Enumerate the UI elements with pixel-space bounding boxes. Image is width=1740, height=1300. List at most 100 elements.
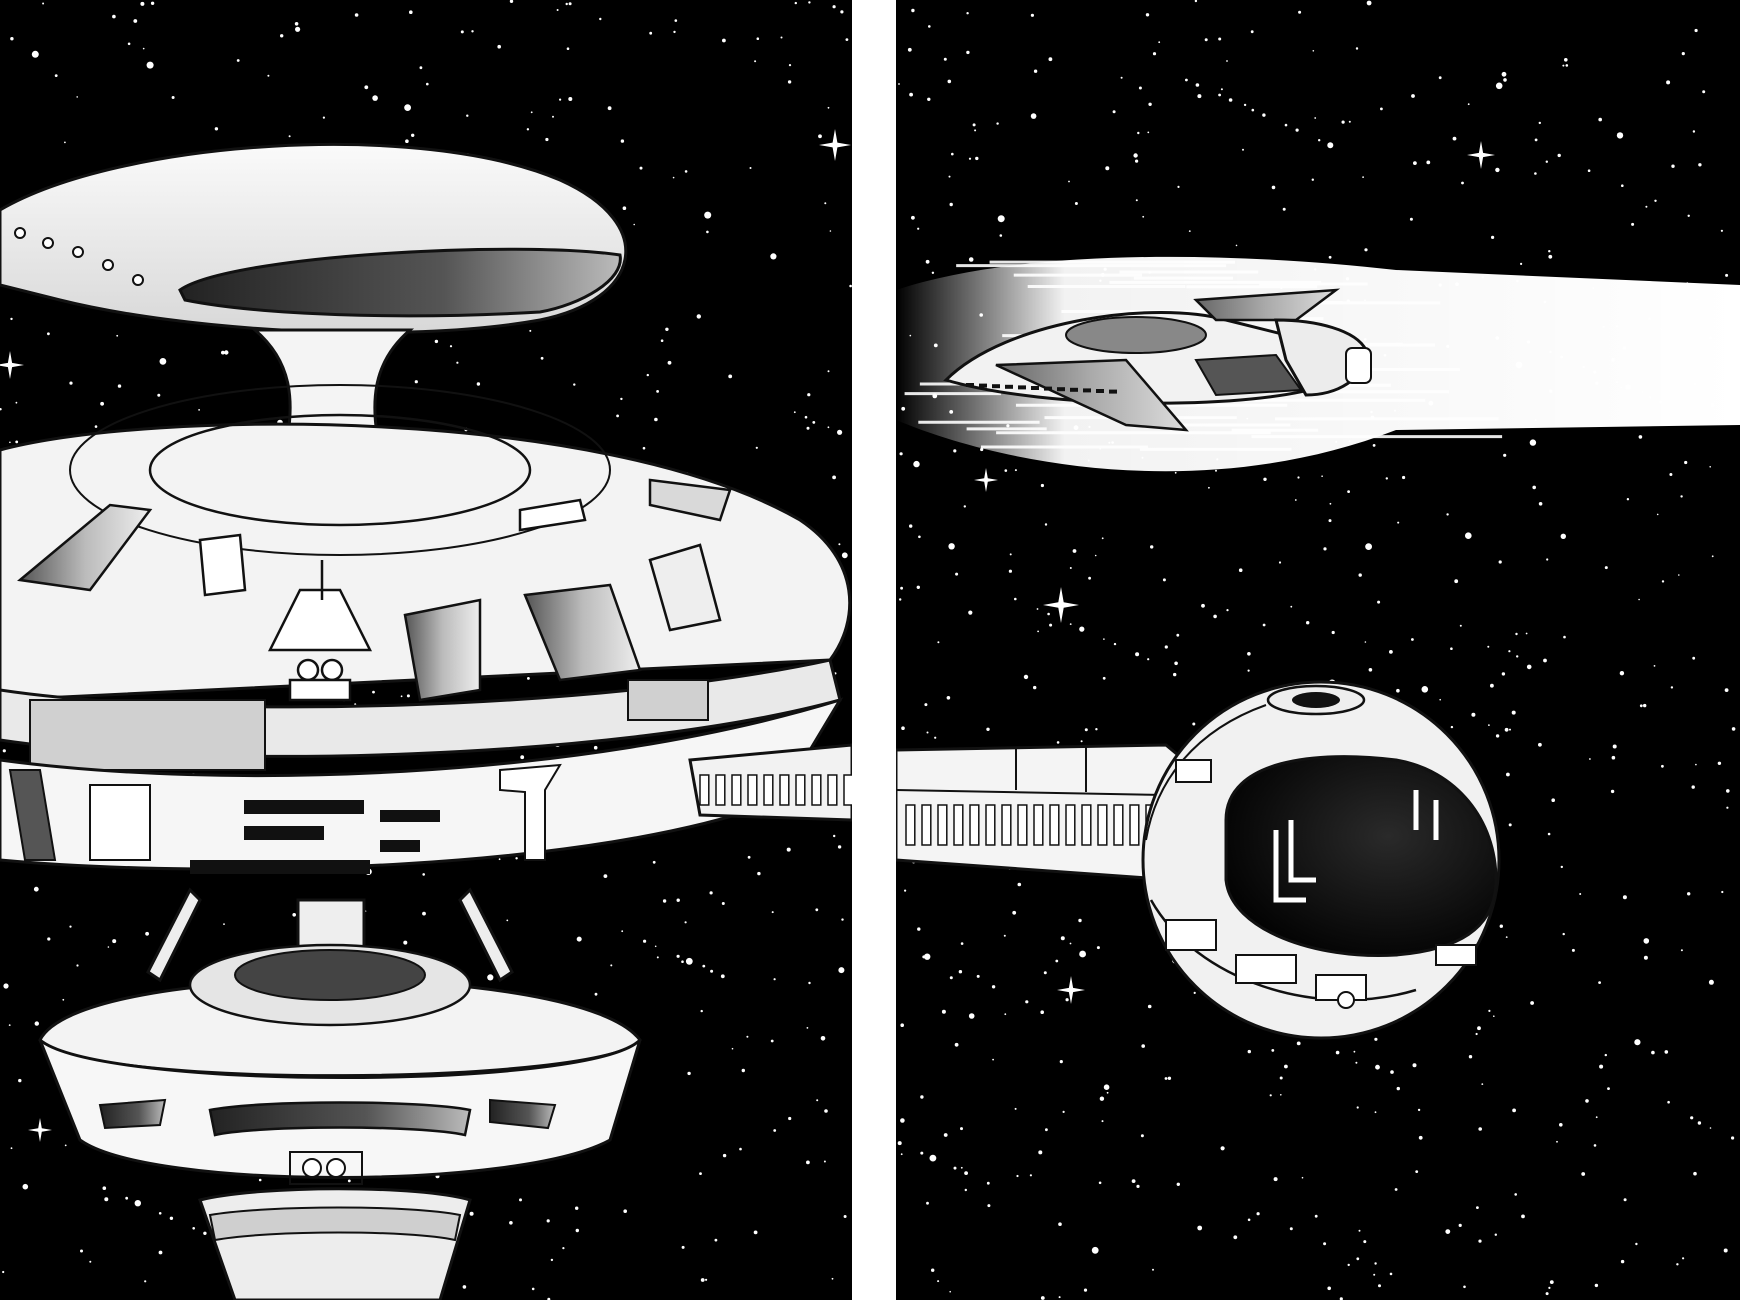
star	[1327, 142, 1334, 149]
star	[991, 985, 996, 989]
star	[1368, 668, 1373, 672]
star	[102, 1186, 107, 1190]
star	[1604, 566, 1608, 570]
star	[530, 111, 533, 114]
star	[917, 927, 921, 931]
star	[924, 953, 931, 960]
star	[1653, 665, 1656, 667]
hull-vent	[699, 774, 710, 806]
star	[221, 350, 225, 355]
star	[1508, 823, 1512, 827]
star	[1670, 686, 1674, 689]
star	[907, 47, 912, 52]
star	[31, 50, 39, 58]
star	[1358, 1229, 1361, 1232]
star	[1173, 672, 1177, 677]
sparkle-star-icon	[0, 351, 24, 379]
star	[1589, 758, 1591, 760]
star	[1724, 688, 1729, 692]
star	[1290, 605, 1293, 608]
star	[1465, 532, 1472, 539]
star	[667, 360, 672, 365]
star	[837, 845, 842, 849]
star	[780, 36, 783, 39]
star	[1014, 469, 1017, 472]
star	[158, 1212, 162, 1215]
star	[1463, 1285, 1466, 1289]
star	[1413, 161, 1417, 166]
star	[1723, 1248, 1728, 1253]
star	[739, 1147, 742, 1151]
star	[1014, 597, 1017, 601]
star	[676, 954, 680, 958]
star	[1687, 214, 1690, 217]
star	[100, 401, 104, 406]
star	[773, 1129, 777, 1132]
star	[1048, 57, 1053, 62]
star	[1656, 513, 1659, 516]
star	[924, 703, 928, 707]
star	[1684, 460, 1688, 465]
star	[568, 97, 573, 101]
sphere-module	[1141, 680, 1501, 1040]
hull-vent	[1033, 804, 1044, 846]
star	[94, 425, 98, 428]
star	[714, 1238, 718, 1242]
station-top-cap	[0, 142, 628, 335]
star	[927, 97, 931, 102]
star	[1271, 185, 1276, 190]
star	[656, 956, 659, 959]
star	[1062, 1110, 1065, 1113]
star	[1520, 262, 1523, 265]
star	[749, 167, 752, 169]
star	[1623, 1198, 1627, 1202]
star	[422, 911, 426, 916]
star	[1193, 991, 1196, 995]
star	[1454, 579, 1459, 584]
star	[107, 946, 110, 948]
ship-window	[1031, 386, 1039, 390]
star	[949, 976, 953, 980]
star	[1150, 545, 1154, 549]
star	[1468, 1055, 1473, 1059]
star	[806, 426, 810, 430]
star	[158, 1250, 163, 1255]
star	[1559, 1123, 1563, 1127]
star	[1204, 38, 1208, 42]
star	[916, 585, 920, 589]
star	[1016, 1174, 1019, 1178]
star	[949, 1290, 951, 1293]
star	[747, 855, 751, 859]
star	[547, 1297, 551, 1300]
star	[1409, 217, 1413, 221]
star	[980, 447, 984, 452]
star	[1375, 1064, 1380, 1070]
star	[986, 727, 990, 731]
star	[899, 598, 902, 601]
star	[1607, 1087, 1610, 1090]
star	[54, 74, 58, 77]
star	[469, 1211, 474, 1216]
station-main-saucer	[0, 384, 852, 874]
star	[937, 641, 940, 644]
star	[1643, 955, 1648, 960]
star	[1065, 998, 1069, 1002]
star	[1233, 1235, 1238, 1240]
star	[1595, 1116, 1598, 1119]
star	[1004, 1013, 1007, 1016]
star	[953, 1166, 957, 1170]
star	[1347, 490, 1350, 493]
star	[1709, 466, 1711, 468]
star	[1598, 981, 1601, 984]
star	[947, 79, 952, 84]
ship-window	[979, 383, 987, 388]
star	[949, 202, 953, 207]
star	[1495, 167, 1500, 173]
star	[1362, 176, 1364, 179]
star	[1220, 1146, 1225, 1151]
star	[372, 690, 375, 694]
star	[1516, 655, 1519, 658]
star	[1030, 113, 1037, 119]
star	[1347, 1263, 1350, 1267]
star	[144, 1280, 147, 1283]
